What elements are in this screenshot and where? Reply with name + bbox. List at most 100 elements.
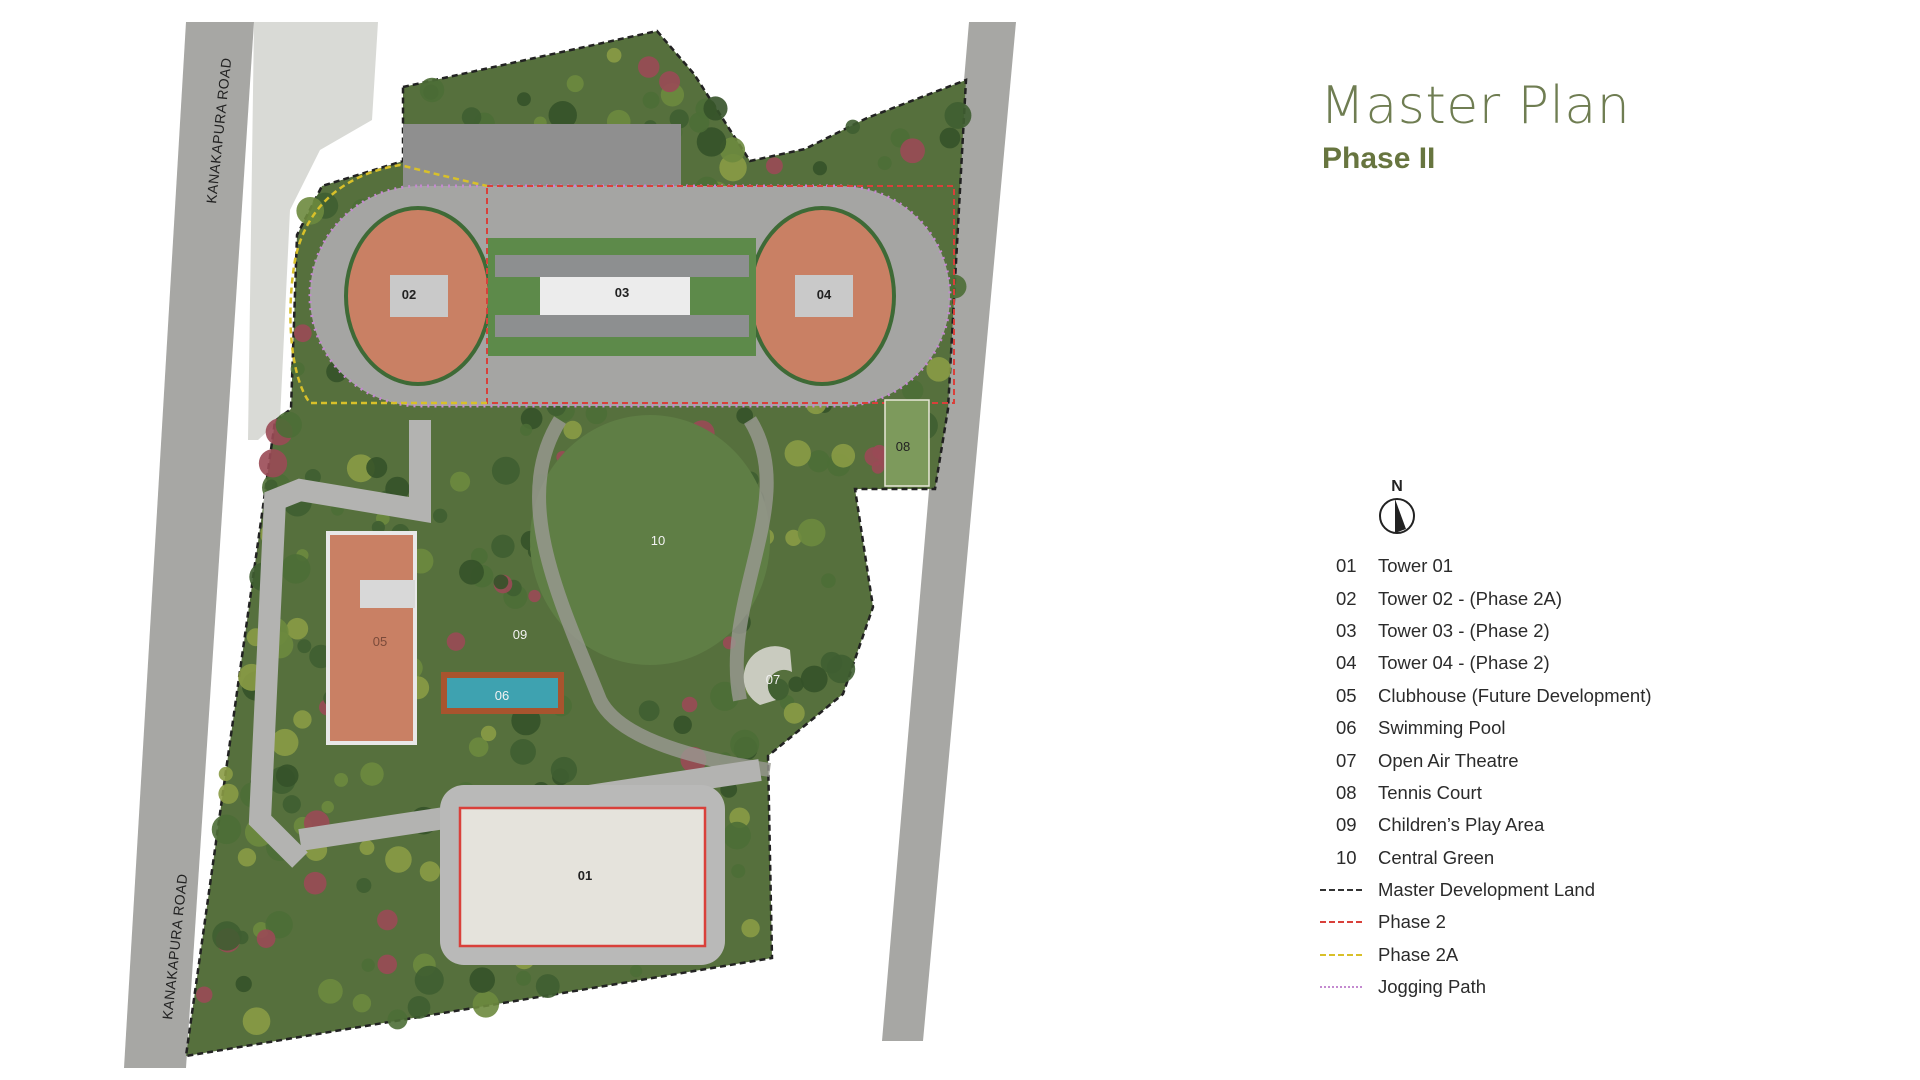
legend-line-item: Phase 2A — [1320, 939, 1652, 971]
tree — [258, 449, 288, 478]
tree — [638, 56, 660, 78]
tree — [642, 91, 660, 109]
tree — [629, 964, 643, 978]
clubhouse-marker: 05 — [373, 634, 387, 649]
tree — [265, 911, 293, 939]
legend-item: 05 Clubhouse (Future Development) — [1320, 680, 1652, 712]
legend-label: Tennis Court — [1378, 781, 1482, 803]
legend-label: Tower 04 - (Phase 2) — [1378, 652, 1550, 674]
tree — [765, 157, 783, 175]
legend-label: Central Green — [1378, 846, 1495, 868]
legend-label: Swimming Pool — [1378, 717, 1506, 739]
theatre-marker: 07 — [766, 672, 780, 687]
tree — [480, 725, 497, 742]
tree — [519, 423, 533, 436]
legend-number: 05 — [1336, 684, 1357, 706]
tree — [360, 762, 384, 786]
tree — [361, 958, 375, 972]
tree — [377, 909, 398, 931]
tree — [432, 508, 448, 523]
walkway — [532, 416, 774, 777]
tree — [296, 196, 325, 225]
tree — [872, 444, 887, 459]
tree — [318, 978, 343, 1004]
tree — [275, 764, 299, 787]
tree — [548, 101, 577, 130]
north-arrow-icon — [1379, 498, 1415, 534]
legend-number: 09 — [1336, 814, 1357, 836]
phase-2-boundary — [486, 185, 955, 404]
tree — [723, 821, 751, 850]
tree — [377, 954, 398, 975]
tree — [271, 728, 299, 757]
left-service-area — [248, 22, 378, 440]
tennis-marker: 08 — [896, 439, 910, 454]
left-road — [124, 22, 254, 1068]
tree — [939, 127, 961, 149]
tree — [783, 702, 805, 724]
tower-02-marker: 02 — [402, 287, 416, 302]
legend-number: 01 — [1336, 555, 1357, 577]
tree — [297, 639, 312, 654]
line-style-icon — [1320, 889, 1378, 892]
tree — [293, 710, 312, 729]
tree — [419, 77, 445, 103]
legend-line-item: Phase 2 — [1320, 906, 1652, 938]
line-style-icon — [1320, 986, 1378, 989]
tree — [900, 138, 925, 164]
legend-label: Clubhouse (Future Development) — [1378, 684, 1652, 706]
open-air-theatre — [743, 646, 792, 705]
tree — [585, 402, 608, 425]
tree — [659, 71, 681, 93]
tree — [517, 92, 531, 107]
tree — [673, 715, 692, 735]
page-subtitle: Phase II — [1322, 142, 1436, 175]
tree — [528, 589, 541, 603]
legend-line-item: Master Development Land — [1320, 874, 1652, 906]
tree — [414, 965, 444, 995]
tree — [321, 800, 334, 814]
tower-04-marker: 04 — [817, 287, 832, 302]
tree — [242, 1007, 271, 1036]
tree — [237, 848, 257, 867]
tree — [275, 411, 302, 439]
tree — [303, 871, 327, 895]
legend-line-item: Jogging Path — [1320, 971, 1652, 1003]
tree — [831, 443, 856, 468]
tree — [800, 665, 828, 693]
right-road — [882, 22, 1016, 1041]
tree — [871, 461, 885, 474]
legend-label: Tower 03 - (Phase 2) — [1378, 619, 1550, 641]
tree — [689, 112, 710, 133]
tree — [812, 161, 827, 176]
tree — [926, 357, 952, 382]
tree — [196, 986, 213, 1003]
page-title: Master Plan — [1320, 76, 1631, 136]
legend-number: 07 — [1336, 749, 1357, 771]
tree — [352, 993, 372, 1013]
line-style-icon — [1320, 921, 1378, 924]
clubhouse — [326, 531, 417, 745]
tree — [845, 119, 860, 134]
pool-marker: 06 — [495, 688, 509, 703]
tree — [371, 520, 385, 535]
tree — [669, 109, 689, 129]
tree — [731, 864, 746, 879]
tree — [877, 156, 892, 171]
legend-item: 06 Swimming Pool — [1320, 712, 1652, 744]
tree — [566, 75, 584, 93]
tree — [788, 676, 804, 692]
tree — [280, 554, 311, 584]
legend-number: 02 — [1336, 587, 1357, 609]
tree — [450, 471, 471, 492]
legend-number: 06 — [1336, 717, 1357, 739]
tree — [472, 991, 500, 1018]
legend-label: Phase 2 — [1378, 911, 1446, 933]
tree — [366, 457, 388, 479]
tennis-court — [884, 399, 930, 487]
